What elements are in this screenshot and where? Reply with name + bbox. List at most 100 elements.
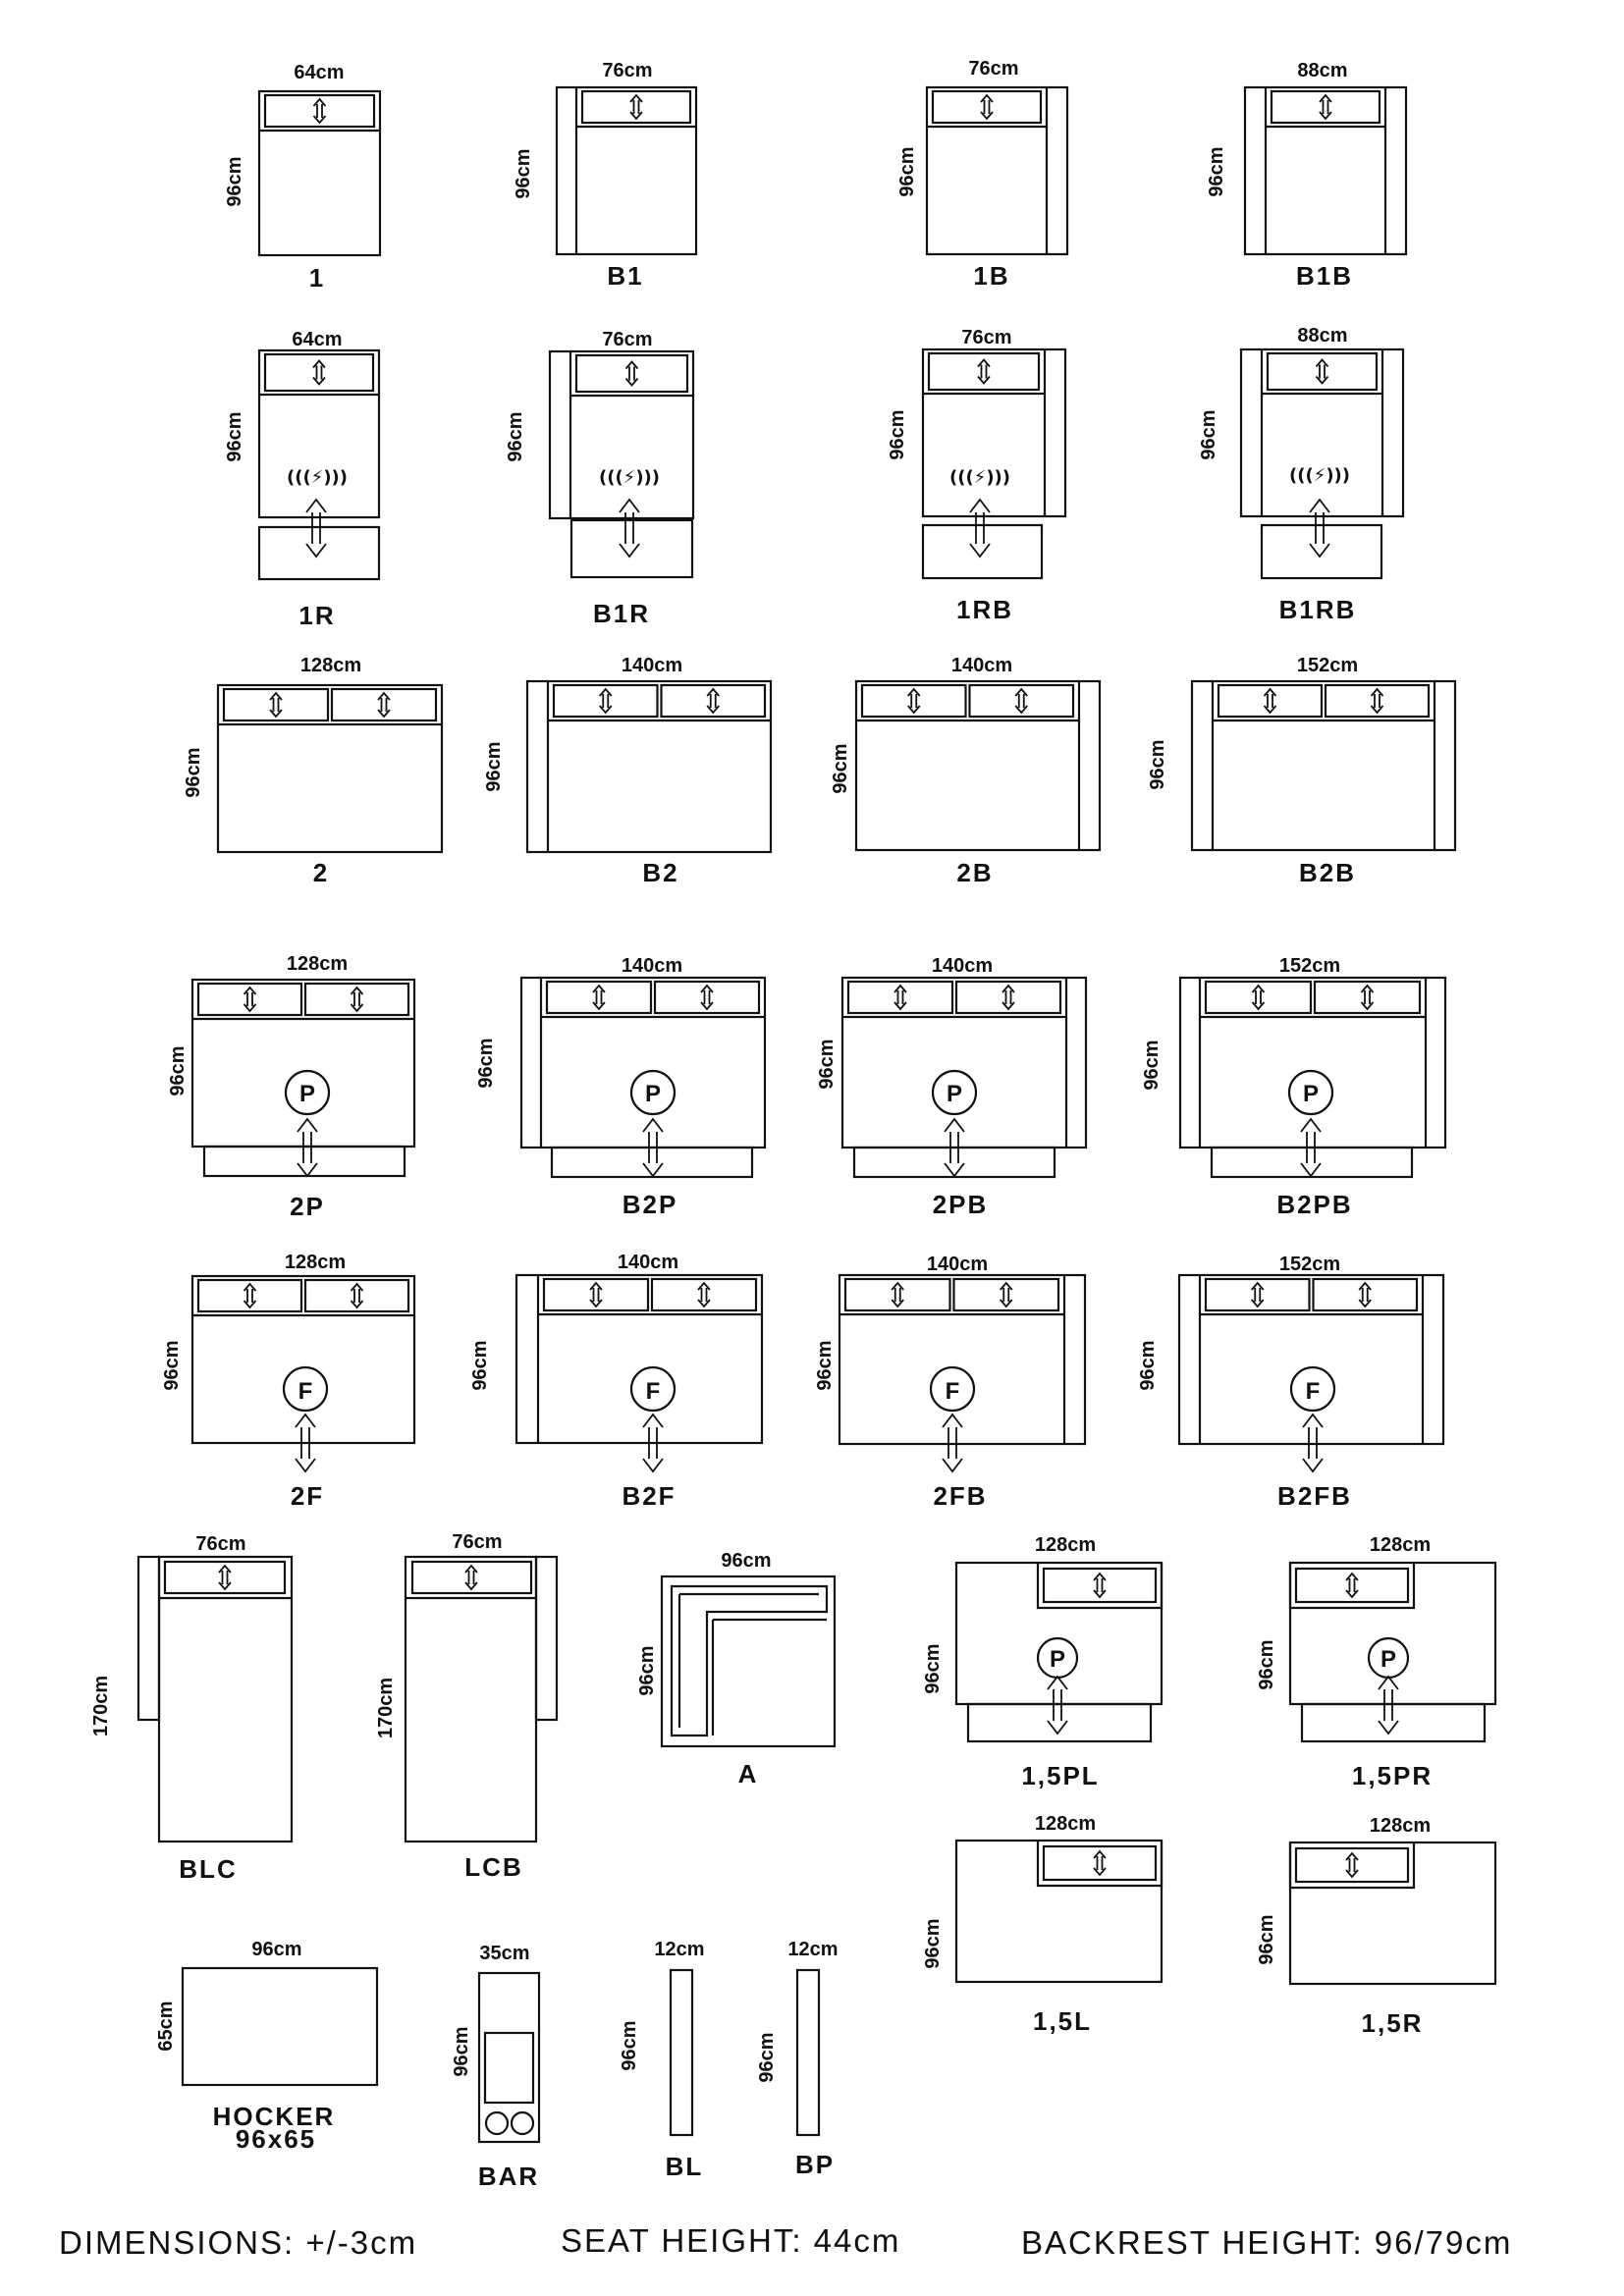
module-b2b-headrest-2 — [1324, 683, 1431, 719]
headrest-adjust-icon — [1315, 358, 1329, 385]
headrest-adjust-icon — [243, 1283, 257, 1308]
module-2pb-symbol-circle — [931, 1069, 978, 1116]
module-blc-frame — [157, 1555, 294, 1843]
module-2p-label: 2P — [290, 1192, 325, 1221]
module-15r-frame — [1288, 1841, 1497, 1986]
module-b2f-width: 140cm — [618, 1252, 678, 1273]
module-b2b-drawing — [1190, 679, 1457, 852]
module-15r-width: 128cm — [1370, 1815, 1431, 1837]
headrest-adjust-icon — [1358, 1282, 1373, 1308]
headrest-adjust-icon — [891, 1282, 905, 1308]
module-1-label: 1 — [309, 263, 325, 293]
module-2f-drawing — [190, 1274, 416, 1445]
module-15pl-headrest — [1042, 1567, 1158, 1604]
module-b2fb-headrest-2 — [1312, 1277, 1419, 1312]
module-b2p-headrest-1 — [545, 980, 653, 1015]
module-2f-width: 128cm — [285, 1252, 346, 1273]
module-2fb-symbol-circle — [929, 1365, 976, 1413]
module-1r-footrest — [257, 525, 381, 581]
module-b2p-frame — [519, 976, 767, 1149]
module-15pl-power-symbol: P — [1050, 1646, 1065, 1673]
module-b1r-depth: 96cm — [505, 411, 526, 461]
module-b2pb-drawing — [1178, 976, 1447, 1179]
recline-arrow-icon — [1309, 499, 1330, 558]
module-15pr-width: 128cm — [1370, 1534, 1431, 1556]
module-b2-label: B2 — [642, 858, 678, 887]
module-b2p-symbol-circle — [629, 1069, 677, 1116]
module-1r-motor-icon: (((⚡))) — [287, 467, 348, 488]
module-b1b-drawing — [1243, 85, 1408, 256]
module-2pb-power-symbol: P — [947, 1081, 962, 1107]
module-2fb-width: 140cm — [927, 1254, 988, 1275]
module-b2f-footrest-symbol: F — [646, 1378, 661, 1405]
module-1-depth: 96cm — [224, 156, 245, 206]
module-b2b-frame — [1190, 679, 1457, 852]
module-b2p-width: 140cm — [622, 955, 682, 977]
module-1rb-footrest — [921, 523, 1044, 580]
module-b1rb-motor-icon: (((⚡))) — [1289, 465, 1350, 486]
module-1b-frame — [925, 85, 1069, 256]
module-1rb-motor-icon: (((⚡))) — [949, 467, 1010, 488]
module-b1rb-footrest — [1260, 523, 1383, 580]
module-lcb-depth: 170cm — [375, 1678, 397, 1738]
module-15pr-power-symbol: P — [1380, 1646, 1396, 1673]
module-2p-footrest — [202, 1145, 406, 1178]
module-1-frame — [257, 89, 382, 257]
module-blc-label: BLC — [179, 1854, 237, 1884]
module-b1b-frame — [1243, 85, 1408, 256]
module-2fb-footrest-symbol: F — [946, 1378, 960, 1405]
module-2b-frame — [854, 679, 1102, 852]
module-a-label: A — [738, 1759, 759, 1789]
module-bl-frame — [669, 1968, 694, 2137]
recline-arrow-icon — [619, 499, 640, 558]
module-1b-drawing — [925, 85, 1069, 256]
headrest-adjust-icon — [312, 359, 326, 386]
module-2f-depth: 96cm — [161, 1340, 183, 1390]
module-15pl-footrest — [966, 1702, 1153, 1743]
module-1rb-depth: 96cm — [887, 409, 908, 459]
module-2-depth: 96cm — [183, 747, 204, 797]
module-15pr-backrest-line — [1288, 1563, 1416, 1610]
module-b2f-frame — [514, 1273, 764, 1445]
module-blc-armrest — [136, 1555, 161, 1722]
headrest-adjust-icon — [1345, 1573, 1359, 1598]
module-15r-label: 1,5R — [1362, 2008, 1424, 2038]
module-2f-footrest-symbol: F — [298, 1378, 313, 1405]
module-1rb-frame — [921, 347, 1067, 518]
module-b2pb-depth: 96cm — [1141, 1040, 1163, 1090]
module-b2p-footrest — [550, 1146, 754, 1179]
module-b2p-headrest-2 — [653, 980, 761, 1015]
module-b2b-width: 152cm — [1297, 655, 1358, 676]
module-1rb-drawing — [921, 347, 1067, 580]
module-b2p-label: B2P — [623, 1190, 678, 1219]
module-b2fb-width: 152cm — [1279, 1254, 1340, 1275]
module-bp-depth: 96cm — [756, 2032, 778, 2082]
module-bar-tray — [483, 2031, 535, 2105]
module-b1rb-frame — [1239, 347, 1405, 518]
headrest-adjust-icon — [999, 1282, 1013, 1308]
headrest-adjust-icon — [598, 688, 613, 714]
module-15l-headrest — [1042, 1844, 1158, 1882]
module-b2f-headrest-1 — [542, 1277, 650, 1312]
recline-arrow-icon — [969, 499, 991, 558]
module-15pr-footrest — [1300, 1702, 1487, 1743]
headrest-adjust-icon — [1093, 1573, 1107, 1598]
headrest-adjust-icon — [350, 987, 364, 1012]
module-blc-depth: 170cm — [90, 1676, 112, 1736]
module-2fb-headrest-2 — [952, 1277, 1060, 1312]
module-lcb-armrest — [534, 1555, 559, 1722]
module-1r-frame — [257, 348, 381, 519]
headrest-adjust-icon — [464, 1565, 478, 1590]
module-2-headrest-2 — [330, 687, 438, 722]
headrest-adjust-icon — [269, 692, 283, 718]
module-b2b-label: B2B — [1299, 858, 1356, 887]
module-b2-headrest-1 — [552, 683, 659, 719]
module-b2fb-symbol-circle — [1289, 1365, 1336, 1413]
module-b1-depth: 96cm — [513, 148, 534, 198]
module-a-corner-inner — [677, 1592, 827, 1735]
module-15pr-label: 1,5PR — [1352, 1761, 1433, 1790]
module-b2fb-headrest-1 — [1204, 1277, 1311, 1312]
module-b2f-headrest-2 — [650, 1277, 758, 1312]
module-lcb-frame — [404, 1555, 538, 1843]
module-1r-width: 64cm — [292, 329, 342, 350]
